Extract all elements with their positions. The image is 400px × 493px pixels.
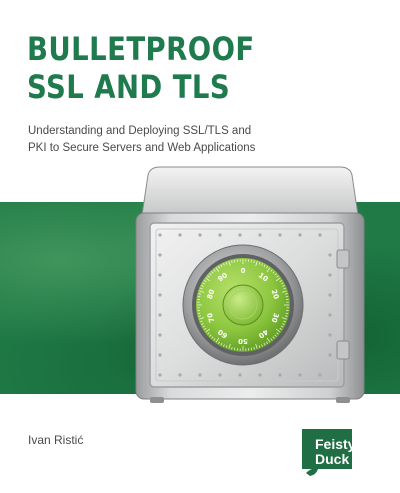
dial-tick [205,277,211,282]
book-title: BULLETPROOF SSL AND TLS [27,30,255,106]
dial-tick [231,347,233,350]
dial-tick [209,334,212,337]
dial-tick [207,275,210,278]
dial-tick [201,323,204,325]
title-line-1: BULLETPROOF [27,30,255,68]
dial-tick [220,264,223,268]
dial-tick [200,287,203,290]
dial-tick [265,341,268,345]
dial-tick [272,271,275,274]
dial-tick [282,285,285,287]
subtitle-line-2: PKI to Secure Servers and Web Applicatio… [28,142,256,154]
dial-tick [228,261,231,267]
dial-tick [285,315,288,317]
dial-tick [270,338,273,341]
dial-tick [279,327,283,330]
dial-tick [225,345,228,348]
dial-tick [275,328,281,333]
dial-tick [203,327,207,330]
dial-tick [199,290,205,293]
publisher-line-2: Duck [315,451,350,467]
dial-tick [211,271,214,274]
dial-tick [220,342,223,346]
dial-tick [281,317,287,320]
dial-tick [215,337,220,343]
dial-tick [266,337,271,343]
dial-tick [261,344,263,347]
dial-tick [272,336,275,339]
dial-tick [263,342,266,346]
dial-tick [285,293,288,295]
dial-tick [274,334,277,337]
dial-tick [203,280,207,283]
dial-number: 20 [270,289,281,301]
dial-number: 50 [238,337,248,345]
dial-tick [207,332,210,335]
dial-tick [200,320,203,323]
dial-tick [202,282,206,285]
dial-tick [202,325,206,328]
dial-tick [265,265,268,269]
dial-tick [283,287,286,290]
dial-tick [255,261,258,267]
dial-tick [283,320,286,323]
dial-tick [280,282,284,285]
publisher-line-1: Feisty [315,436,356,452]
dial-tick [261,263,263,266]
dial-tick [274,273,277,276]
dial-tick [231,260,233,263]
publisher-logo [302,429,352,476]
dial-tick [223,344,225,347]
dial-tick [258,262,261,265]
dial-number: 30 [270,312,281,324]
dial-tick [199,317,205,320]
dial-tick [205,328,211,333]
dial-tick [266,267,271,273]
dial-tick [213,269,216,272]
dial-tick [280,325,284,328]
subtitle-line-1: Understanding and Deploying SSL/TLS and [28,125,252,137]
dial-tick [213,338,216,341]
dial-tick [253,260,255,263]
book-subtitle: Understanding and Deploying SSL/TLS and … [28,123,348,157]
dial-tick [279,280,283,283]
dial-tick [275,277,281,282]
dial-tick [270,269,273,272]
dial-tick [223,263,225,266]
dial-tick [218,265,221,269]
dial-tick [258,345,261,348]
dial-tick [281,290,287,293]
duck-icon [306,468,318,476]
author-name: Ivan Ristić [28,433,84,447]
dial-tick [282,323,285,325]
dial-tick [209,273,212,276]
dial-tick [228,343,231,349]
dial-number: 70 [206,312,217,324]
publisher-name: Feisty Duck [315,437,355,467]
dial-tick [198,293,201,295]
dial-tick [218,341,221,345]
dial-tick [198,315,201,317]
dial-tick [211,336,214,339]
dial-tick [263,264,266,268]
dial-number: 0 [241,267,246,275]
dial-tick [255,343,258,349]
dial-tick [201,285,204,287]
dial-tick [276,275,279,278]
dial-tick [225,262,228,265]
dial-tick [253,347,255,350]
dial-tick [276,332,279,335]
dial-tick [215,267,220,273]
safe-illustration: 0 10 20 30 40 50 60 70 80 90 [135,166,365,403]
title-line-2: SSL AND TLS [27,68,231,106]
dial-number: 80 [206,288,217,300]
